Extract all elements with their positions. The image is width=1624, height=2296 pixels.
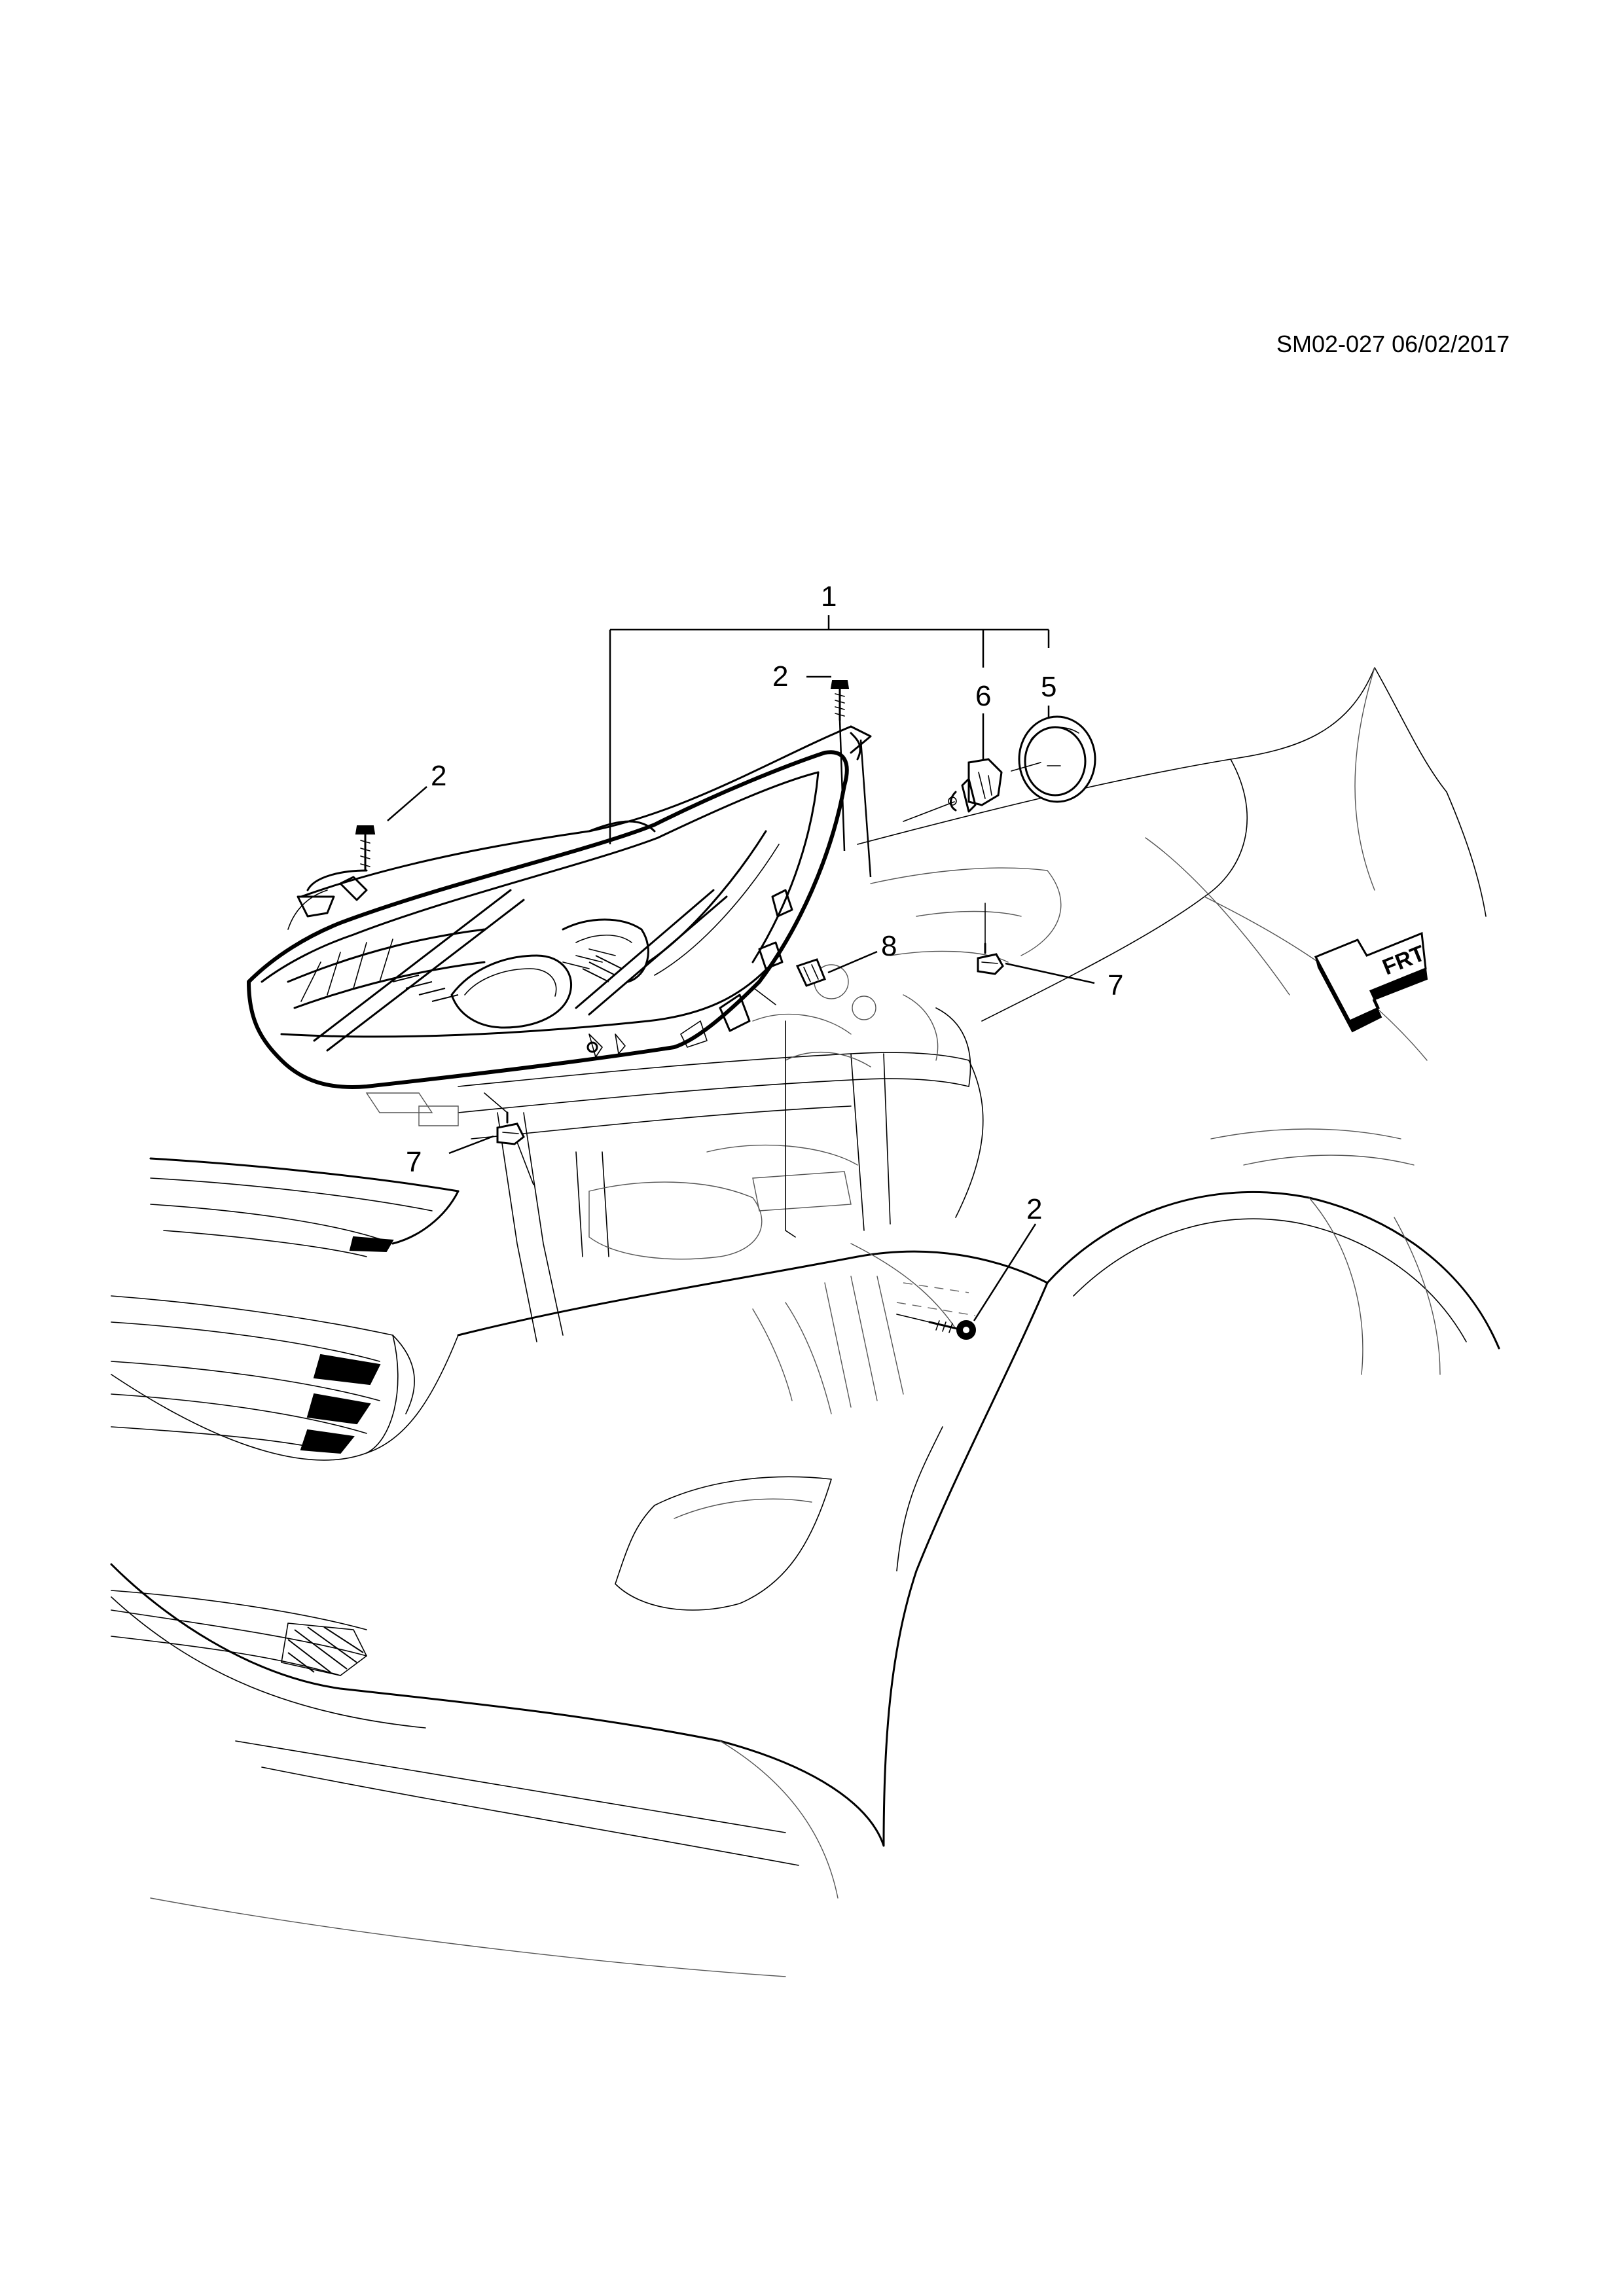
callout-bolt-top: 2 bbox=[772, 660, 788, 692]
bolt-top bbox=[830, 680, 850, 721]
bulb-cap bbox=[1018, 715, 1096, 803]
bulb-socket bbox=[948, 758, 1003, 813]
bolt-fender bbox=[928, 1320, 976, 1340]
clip bbox=[795, 958, 826, 987]
vehicle-body-outline bbox=[110, 667, 1500, 1977]
callout-nut-right: 7 bbox=[1108, 969, 1123, 1001]
front-direction-arrow: FRT bbox=[1314, 931, 1428, 1033]
nut-right bbox=[977, 942, 1004, 975]
callout-nut-left: 7 bbox=[406, 1146, 422, 1178]
headlamp-assembly bbox=[247, 725, 872, 1089]
callout-bolt-fender: 2 bbox=[1026, 1193, 1042, 1225]
callout-bulb-socket: 6 bbox=[975, 680, 991, 712]
callout-leaders bbox=[387, 615, 1095, 1323]
bolt-left bbox=[355, 825, 376, 872]
callout-clip: 8 bbox=[881, 930, 897, 962]
callout-bulb-cap: 5 bbox=[1041, 671, 1056, 703]
document-reference: SM02-027 06/02/2017 bbox=[1276, 331, 1510, 357]
radiator-support-structure bbox=[365, 867, 1062, 1414]
nut-left bbox=[496, 1111, 525, 1145]
callout-headlamp-assembly: 1 bbox=[821, 581, 837, 613]
callout-bolt-left: 2 bbox=[431, 760, 446, 792]
